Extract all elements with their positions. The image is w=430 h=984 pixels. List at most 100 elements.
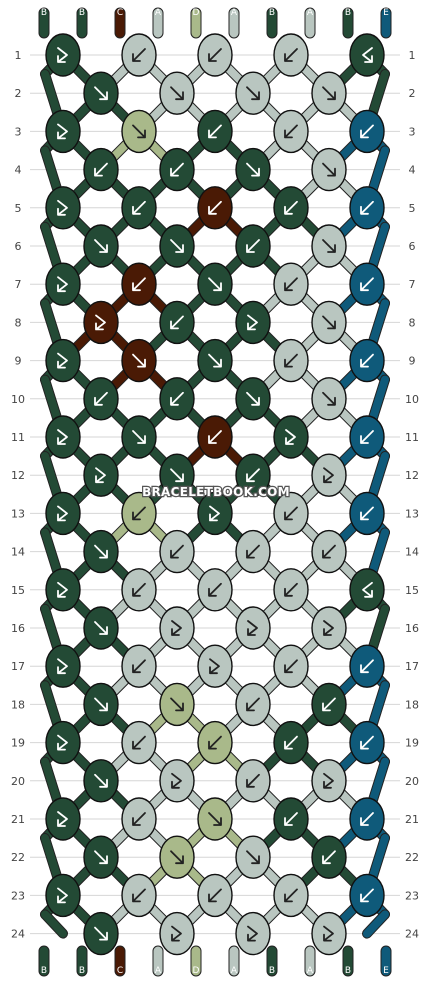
knot-arrow xyxy=(57,811,68,827)
knot-arrow xyxy=(322,850,336,865)
arrow-path xyxy=(94,544,108,559)
strand-stub-top xyxy=(190,7,202,39)
row-number-left: 24 xyxy=(11,928,25,941)
arrow-path xyxy=(360,124,374,139)
arrow-path xyxy=(284,124,298,139)
knot-arrow xyxy=(57,429,68,445)
arrow-path xyxy=(360,277,374,292)
knot-arrow xyxy=(284,124,298,139)
knot-arrow xyxy=(323,772,334,789)
arrow-path xyxy=(246,850,260,865)
arrow-path xyxy=(57,505,68,522)
strand-stub-bottom xyxy=(76,945,88,977)
row-number-right: 8 xyxy=(409,316,416,329)
arrow-path xyxy=(170,86,184,101)
strand-stub-top xyxy=(266,7,278,39)
knot-arrow xyxy=(360,430,374,444)
row-number-right: 6 xyxy=(409,240,416,253)
knot-arrow xyxy=(170,391,184,406)
knot-arrow xyxy=(94,544,108,559)
arrow-path xyxy=(209,658,220,675)
knot-arrow xyxy=(132,353,146,368)
strand-letter-bottom: A xyxy=(307,966,314,976)
row-number-left: 17 xyxy=(11,660,25,673)
strand-stub-top xyxy=(342,7,354,39)
knot-backward-forward-knot xyxy=(349,33,385,77)
knot-arrow xyxy=(57,276,68,293)
knot-arrow xyxy=(208,48,222,62)
strand-letter-bottom: A xyxy=(231,966,238,976)
row-number-left: 6 xyxy=(15,240,22,253)
strand-stub-top xyxy=(304,7,316,39)
arrow-path xyxy=(360,735,374,750)
knot-arrow xyxy=(132,277,146,292)
row-number-right: 7 xyxy=(409,278,416,291)
arrow-path xyxy=(246,162,260,177)
arrow-path xyxy=(132,48,146,62)
arrow-path xyxy=(170,162,184,177)
arrow-path xyxy=(94,926,108,941)
arrow-path xyxy=(247,314,258,331)
row-number-left: 7 xyxy=(15,278,22,291)
knot-arrow xyxy=(132,735,146,750)
arrow-path xyxy=(208,812,222,826)
knot-arrow xyxy=(95,314,106,331)
knot-arrow xyxy=(132,200,146,215)
strand-stub-top xyxy=(76,7,88,39)
knot-arrow xyxy=(208,812,222,826)
knot-arrow xyxy=(323,925,334,942)
knot-arrow xyxy=(57,658,68,675)
arrow-path xyxy=(208,735,222,750)
strand-letter-top: B xyxy=(345,8,351,18)
knot-arrow xyxy=(285,429,296,445)
arrow-path xyxy=(57,887,68,904)
knot-arrow xyxy=(284,48,298,62)
row-number-left: 15 xyxy=(11,584,25,597)
knot-arrow xyxy=(57,505,68,522)
knot-forward-backward-knot xyxy=(197,491,233,536)
knot-forward-backward-knot xyxy=(45,720,81,765)
strand-stub-bottom xyxy=(38,945,50,977)
knot-forward-backward-knot xyxy=(45,186,81,230)
knot-arrow xyxy=(209,658,220,675)
arrow-path xyxy=(247,620,258,636)
row-number-right: 2 xyxy=(409,87,416,100)
row-number-left: 22 xyxy=(11,851,25,864)
arrow-path xyxy=(57,352,68,369)
row-number-right: 5 xyxy=(409,202,416,215)
arrow-path xyxy=(362,47,373,63)
arrow-path xyxy=(171,925,182,942)
knot-arrow xyxy=(57,199,68,216)
knot-forward-backward-knot xyxy=(235,606,271,650)
knot-forward-backward-knot xyxy=(311,453,347,497)
knot-arrow xyxy=(170,315,184,330)
arrow-path xyxy=(94,697,108,712)
knot-arrow xyxy=(170,697,184,712)
knot-forward-backward-knot xyxy=(45,338,81,383)
knot-arrow xyxy=(57,47,68,63)
arrow-path xyxy=(170,697,184,712)
knot-arrow xyxy=(246,773,260,788)
knot-arrow xyxy=(132,659,146,674)
knot-forward-backward-knot xyxy=(45,262,81,306)
strand-stub-bottom xyxy=(228,945,240,977)
strand-letter-top: B xyxy=(79,8,85,18)
arrow-path xyxy=(57,47,68,63)
knot-forward-backward-knot xyxy=(159,606,195,650)
arrow-path xyxy=(247,925,258,942)
knot-arrow xyxy=(171,772,182,789)
knot-arrow xyxy=(57,352,68,369)
knot-arrow xyxy=(132,124,146,139)
row-number-right: 14 xyxy=(405,546,419,559)
strand-stub-bottom xyxy=(266,945,278,977)
knot-arrow xyxy=(360,124,374,139)
arrow-path xyxy=(322,850,336,865)
row-number-right: 21 xyxy=(405,813,419,826)
strand-letter-bottom: B xyxy=(269,966,275,976)
knot-arrow xyxy=(322,315,336,330)
knot-forward-backward-knot xyxy=(45,33,81,77)
arrow-path xyxy=(322,391,336,406)
arrow-path xyxy=(57,658,68,675)
strand-letter-bottom: A xyxy=(155,966,162,976)
